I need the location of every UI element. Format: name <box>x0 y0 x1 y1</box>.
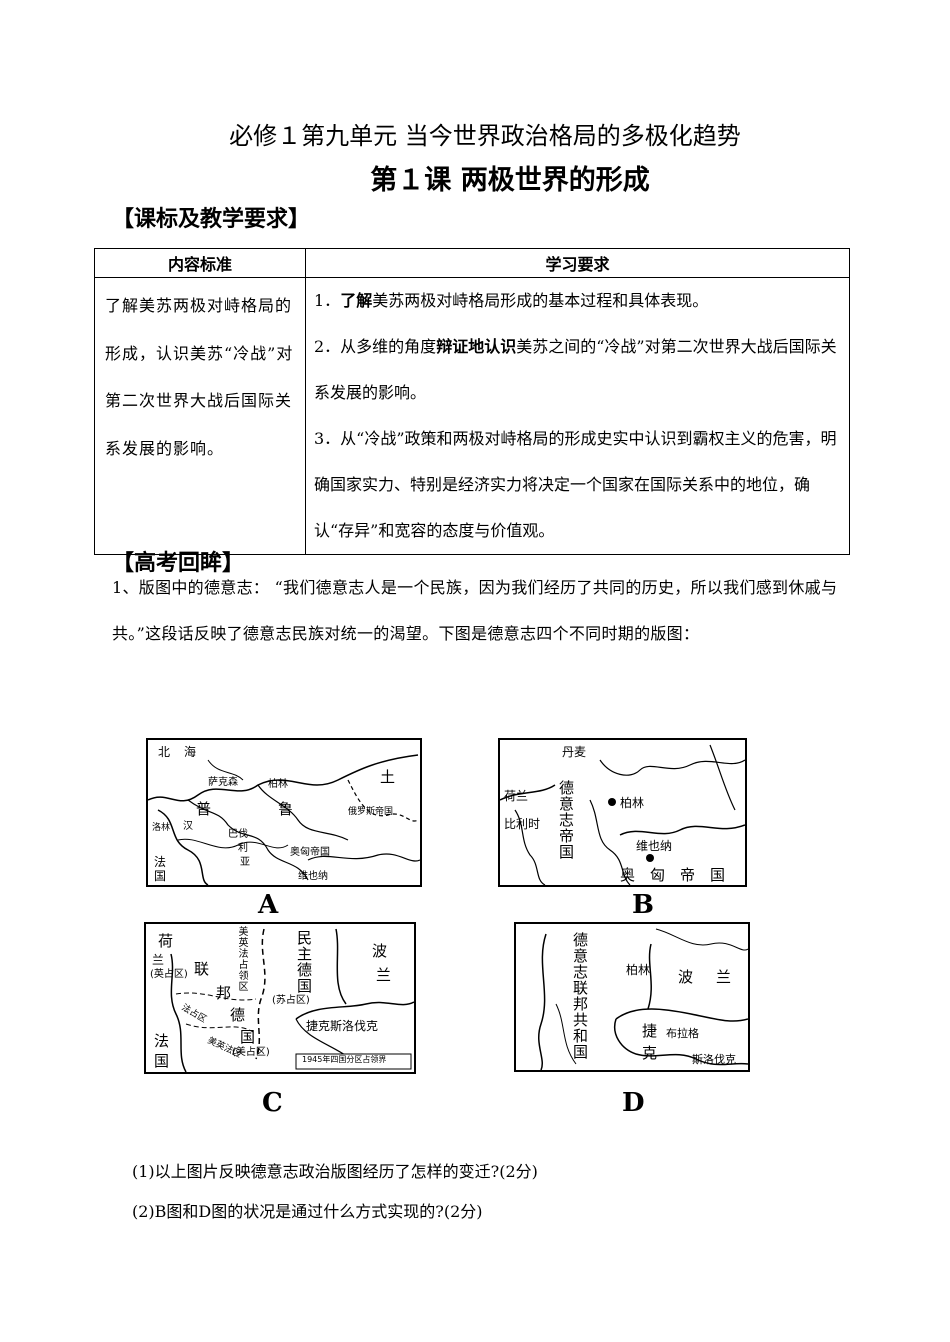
map-d-caption: D <box>622 1088 645 1118</box>
map-label: 土 <box>380 768 396 786</box>
map-b-borders <box>500 744 745 885</box>
map-label: 比利时 <box>504 817 541 831</box>
map-label: 兰 <box>376 966 392 984</box>
map-label: 荷 <box>158 932 174 950</box>
requirement-1: 1．了解美苏两极对峙格局形成的基本过程和具体表现。 <box>314 278 841 324</box>
map-b: 丹麦 荷兰 比利时 德意志帝国 柏林 维也纳 奥 匈 帝 国 <box>498 738 747 887</box>
map-a-borders <box>148 754 420 885</box>
lesson-title: 第１课 两极世界的形成 <box>370 165 650 196</box>
map-label: 美英法占领区 <box>236 926 247 992</box>
map-label: 邦 <box>216 984 232 1002</box>
map-a-caption: A <box>258 890 279 920</box>
req-number: 1． <box>314 291 341 310</box>
map-label: 利 <box>238 843 248 854</box>
map-label: 德 <box>230 1006 246 1024</box>
map-c-caption: C <box>262 1088 283 1118</box>
map-label: 匈 <box>650 866 666 884</box>
map-label: 法 <box>154 1032 170 1050</box>
map-label: 法 <box>154 855 167 869</box>
map-label: 汉 <box>183 821 193 832</box>
map-label: 民主德国 <box>295 930 313 994</box>
map-label: 荷兰 <box>504 789 529 803</box>
learning-requirements-cell: 1．了解美苏两极对峙格局形成的基本过程和具体表现。 2．从多维的角度辩证地认识美… <box>305 277 850 555</box>
table-row: 了解美苏两极对峙格局的形成，认识美苏“冷战”对第二次世界大战后国际关系发展的影响… <box>94 277 850 555</box>
unit-title: 必修１第九单元 当今世界政治格局的多极化趋势 <box>229 122 741 150</box>
requirement-3: 3．从“冷战”政策和两极对峙格局的形成史实中认识到霸权主义的危害，明确国家实力、… <box>314 429 837 540</box>
map-c-borders <box>170 928 414 1072</box>
map-b-caption: B <box>632 890 654 920</box>
map-label: 帝 <box>680 866 696 884</box>
map-label: 俄罗斯帝国 <box>348 807 394 817</box>
map-label: 捷克斯洛伐克 <box>306 1019 379 1033</box>
content-standard-cell: 了解美苏两极对峙格局的形成，认识美苏“冷战”对第二次世界大战后国际关系发展的影响… <box>94 277 306 555</box>
req-text: 美苏之间的“冷战”对第二次世界大战后国际关系发展的影响。 <box>314 337 837 402</box>
map-label: 丹麦 <box>562 745 587 759</box>
map-label: 奥匈帝国 <box>290 847 330 858</box>
map-label: 国 <box>240 1028 256 1046</box>
map-label: 德意志联邦共和国 <box>571 932 589 1060</box>
map-label: 波 <box>678 968 694 986</box>
map-label: 波 <box>372 942 388 960</box>
map-label: 亚 <box>240 857 250 868</box>
map-label: 维也纳 <box>636 839 673 853</box>
map-d: 德意志联邦共和国 柏林 波 兰 捷 克 布拉格 斯洛伐克 <box>514 922 750 1072</box>
map-label: 兰 <box>716 968 732 986</box>
requirement-2: 2．从多维的角度辩证地认识美苏之间的“冷战”对第二次世界大战后国际关系发展的影响… <box>314 324 841 416</box>
sub-question-1: (1)以上图片反映德意志政治版图经历了怎样的变迁?(2分) <box>132 1162 538 1181</box>
map-d-borders <box>538 928 748 1070</box>
map-label: 柏林 <box>620 796 645 810</box>
column-header-content-standard: 内容标准 <box>94 248 306 278</box>
map-label: 柏林 <box>626 963 651 977</box>
map-label: (英占区) <box>150 969 188 980</box>
req-text: 美苏两极对峙格局形成的基本过程和具体表现。 <box>372 291 709 310</box>
section-heading-standards: 【课标及教学要求】 <box>112 207 311 232</box>
column-header-learning-requirements: 学习要求 <box>305 248 850 278</box>
section-heading-exam-review: 【高考回眸】 <box>112 551 245 576</box>
map-label: 布拉格 <box>666 1027 699 1040</box>
map-label: 捷 <box>642 1022 658 1040</box>
req-keyword: 了解 <box>340 291 373 310</box>
map-label: (美占区) <box>232 1047 270 1058</box>
map-label: 国 <box>710 866 726 884</box>
map-label: 奥 <box>620 866 636 884</box>
map-label: (苏占区) <box>272 995 310 1006</box>
map-label: 德意志帝国 <box>557 780 575 860</box>
map-label: 鲁 <box>278 800 294 818</box>
map-label: 洛林 <box>152 823 171 833</box>
map-label: 斯洛伐克 <box>692 1053 736 1066</box>
map-label: 海 <box>184 745 197 759</box>
map-label: 克 <box>642 1044 658 1062</box>
map-label: 萨克森 <box>208 777 238 788</box>
req-text: 2．从多维的角度 <box>314 337 437 356</box>
standards-table: 内容标准 学习要求 了解美苏两极对峙格局的形成，认识美苏“冷战”对第二次世界大战… <box>94 248 850 555</box>
map-label: 普 <box>196 800 212 818</box>
map-label: 1945年四国分区占领界 <box>302 1055 387 1064</box>
map-a: 北 海 土 萨克森 柏林 普 鲁 俄罗斯帝国 汉 奥匈帝国 维也纳 法 国 巴伐… <box>146 738 422 887</box>
question-1-text: 1、版图中的德意志： “我们德意志人是一个民族，因为我们经历了共同的历史，所以我… <box>112 578 838 643</box>
req-keyword: 辩证地认识 <box>436 337 517 356</box>
map-label: 国 <box>154 869 167 883</box>
map-c: 荷 兰 美英法占领区 联 邦 (英占区) 德 国 (美占区) 民主德国 (苏占区… <box>144 922 416 1074</box>
map-label: 柏林 <box>268 779 288 790</box>
map-label: 兰 <box>152 953 165 967</box>
sub-question-2: (2)B图和D图的状况是通过什么方式实现的?(2分) <box>132 1202 483 1221</box>
map-label: 维也纳 <box>298 871 328 882</box>
map-label: 北 <box>158 745 171 759</box>
table-header-row: 内容标准 学习要求 <box>94 248 850 278</box>
map-label: 联 <box>194 960 210 978</box>
map-label: 巴伐 <box>228 829 248 840</box>
map-label: 国 <box>154 1052 170 1070</box>
